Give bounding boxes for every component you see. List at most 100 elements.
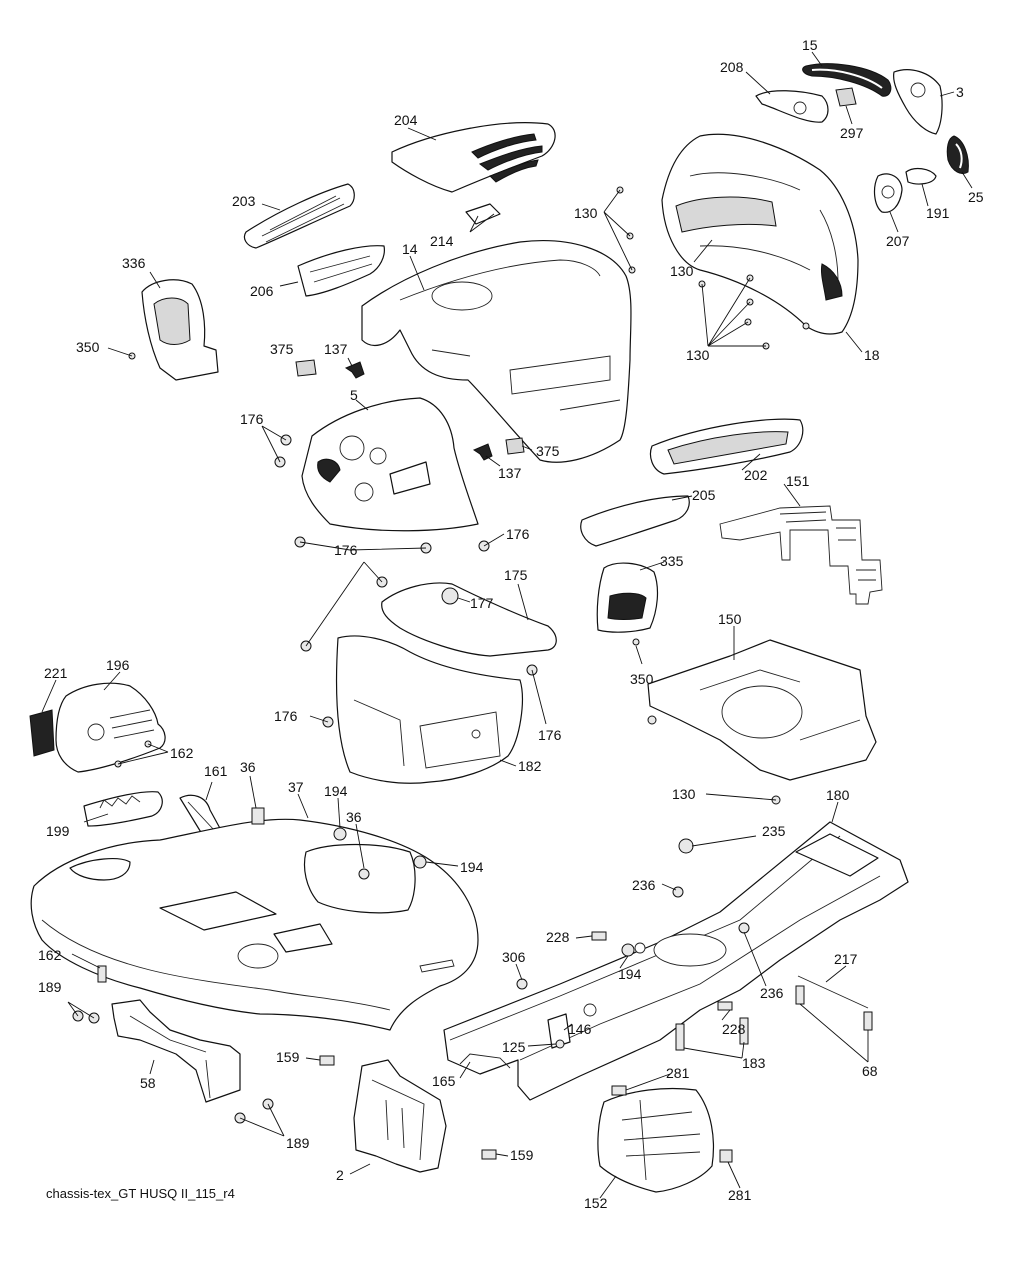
- callout-281-upper: 281: [666, 1065, 690, 1081]
- part-hood-top-204: [391, 122, 556, 193]
- callout-5: 5: [350, 387, 358, 403]
- callout-68: 68: [862, 1063, 878, 1079]
- callout-214: 214: [430, 233, 454, 249]
- part-clip-375a: [295, 359, 317, 377]
- part-bolt-36a: [251, 807, 265, 825]
- part-nut-236a: [672, 886, 684, 898]
- part-screw-130-10: [647, 715, 657, 725]
- part-bolt-281b: [719, 1149, 733, 1163]
- callout-189-upper: 189: [38, 979, 62, 995]
- part-lens-ring-25: [946, 135, 969, 174]
- callout-207: 207: [886, 233, 910, 249]
- part-frame-180-cutout: [795, 833, 879, 877]
- part-fender-37-hole-2: [273, 923, 333, 953]
- part-mount-bracket-58: [111, 999, 241, 1103]
- part-hood-14: [361, 240, 632, 463]
- part-fender-37-edge: [41, 919, 391, 1011]
- part-front-housing-18-grille: [675, 196, 777, 233]
- callout-202: 202: [744, 467, 768, 483]
- callout-177: 177: [470, 595, 494, 611]
- part-hood-14-opening: [431, 281, 493, 311]
- part-clip-375b: [505, 437, 525, 455]
- callout-281-lower: 281: [728, 1187, 752, 1203]
- part-floor-pan-150-detail: [699, 669, 861, 741]
- callout-350-right: 350: [630, 671, 654, 687]
- part-bracket-208: [755, 90, 829, 123]
- callout-203: 203: [232, 193, 256, 209]
- callout-194-frame: 194: [618, 966, 642, 982]
- callout-228-lower: 228: [722, 1021, 746, 1037]
- part-front-panel-182-inner: [353, 699, 501, 769]
- part-shroud-196-hole: [87, 723, 105, 741]
- callout-14: 14: [402, 241, 418, 257]
- callout-137-left: 137: [324, 341, 348, 357]
- part-hood-14-dash: [399, 259, 601, 301]
- part-frame-180-hole-3: [634, 942, 646, 954]
- callout-206: 206: [250, 283, 274, 299]
- callout-159-upper: 159: [276, 1049, 300, 1065]
- part-fender-37-seat-opening: [303, 843, 416, 914]
- part-rod-bracket-151-inner: [779, 511, 876, 581]
- callout-350-left: 350: [76, 339, 100, 355]
- callout-137-right: 137: [498, 465, 522, 481]
- part-rod-bracket-151: [719, 505, 883, 605]
- part-bracket-208-hole: [793, 101, 807, 115]
- part-knob-177: [441, 587, 459, 605]
- leader-lines: [41, 51, 973, 1199]
- callout-36-lower: 36: [346, 809, 362, 825]
- part-front-housing-18-detail: [689, 172, 839, 283]
- callout-217: 217: [834, 951, 858, 967]
- part-bolt-68a: [795, 985, 805, 1005]
- callout-208: 208: [720, 59, 744, 75]
- part-hood-top-204-vent-1: [471, 133, 537, 159]
- callout-176-lower-left: 176: [274, 708, 298, 724]
- part-shield-199: [83, 791, 163, 827]
- part-dash-panel-5-gauge-2: [369, 447, 387, 465]
- part-clip-297: [835, 87, 857, 107]
- part-dash-panel-5-gauge-1: [339, 435, 365, 461]
- part-trim-205: [580, 495, 690, 547]
- callout-182: 182: [518, 758, 542, 774]
- callout-15: 15: [802, 37, 818, 53]
- callout-199: 199: [46, 823, 70, 839]
- callout-58: 58: [140, 1075, 156, 1091]
- callout-236-upper: 236: [632, 877, 656, 893]
- callout-191: 191: [926, 205, 950, 221]
- part-front-housing-18: [661, 133, 859, 335]
- part-hood-top-204-vent-3: [489, 159, 539, 183]
- callout-161: 161: [204, 763, 228, 779]
- part-side-panel-206: [297, 245, 385, 297]
- callout-236-lower: 236: [760, 985, 784, 1001]
- callout-375-left: 375: [270, 341, 294, 357]
- part-screw-130-9: [802, 322, 810, 330]
- callout-183: 183: [742, 1055, 766, 1071]
- part-side-shield-336-mesh: [153, 297, 191, 345]
- part-latch-137b: [472, 443, 493, 461]
- callout-194-right: 194: [460, 859, 484, 875]
- part-bolt-183a: [675, 1023, 685, 1051]
- part-light-bezel-207-lens: [881, 185, 895, 199]
- callout-228-upper: 228: [546, 929, 570, 945]
- callout-189-lower: 189: [286, 1135, 310, 1151]
- part-decal-221: [29, 709, 55, 757]
- part-shroud-196: [55, 682, 166, 773]
- part-bracket-214: [465, 203, 501, 225]
- callout-176-right: 176: [506, 526, 530, 542]
- callout-336: 336: [122, 255, 146, 271]
- part-fastener-36b: [358, 868, 370, 880]
- part-floor-pan-150-opening: [721, 685, 803, 739]
- part-bolt-68b: [863, 1011, 873, 1031]
- part-nut-236b: [738, 922, 750, 934]
- callout-151: 151: [786, 473, 810, 489]
- part-rod-165: [459, 1053, 511, 1069]
- part-rod-217: [797, 975, 869, 1009]
- callout-146: 146: [568, 1021, 592, 1037]
- part-headlight-housing-3-lamp: [910, 82, 926, 98]
- part-lens-ring-25-inner: [955, 143, 963, 169]
- part-bushing-194c: [621, 943, 635, 957]
- diagram-caption: chassis-tex_GT HUSQ II_115_r4: [46, 1186, 235, 1201]
- callout-196: 196: [106, 657, 130, 673]
- callout-176-center: 176: [334, 542, 358, 558]
- part-hood-14-panel: [431, 349, 621, 411]
- callout-306: 306: [502, 949, 526, 965]
